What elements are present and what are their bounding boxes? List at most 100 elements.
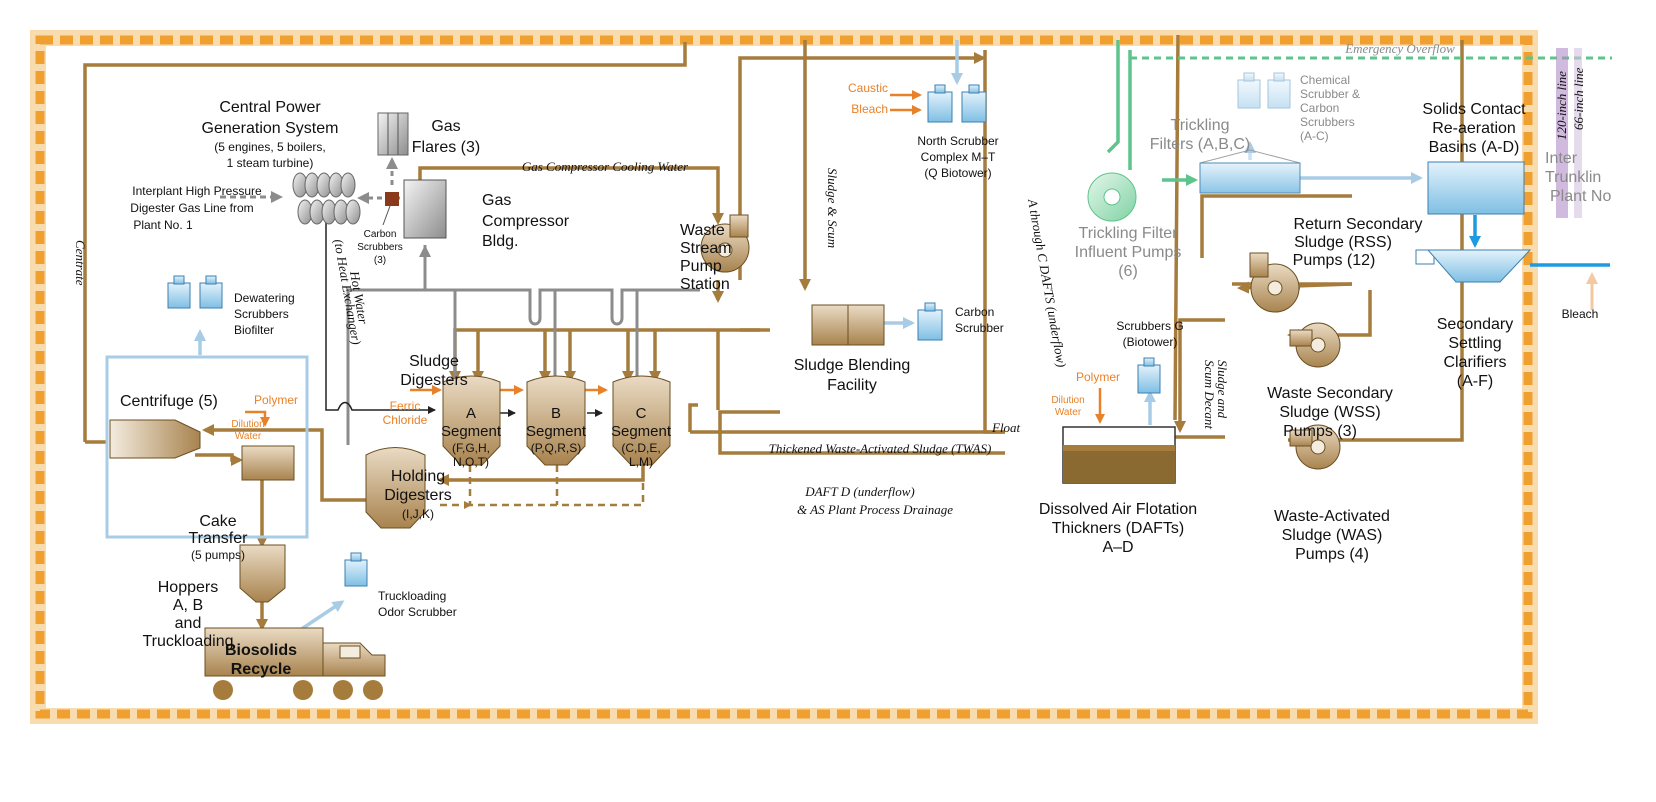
- chem-scrubber-label: Chemical: [1300, 73, 1350, 87]
- sludge-scum-label: Sludge & Scum: [825, 168, 840, 248]
- cake-transfer-icon: [241, 445, 295, 481]
- digester-outflow: [437, 465, 645, 486]
- centrifuge-label: Centrifuge (5): [120, 393, 218, 410]
- trickling-pumps-label-2: Influent Pumps: [1075, 244, 1182, 261]
- gas-holding-riser: [346, 288, 425, 445]
- solids-contact-label: Solids Contact: [1422, 101, 1526, 118]
- interplant-label: Interplant High Pressure: [132, 184, 262, 198]
- segment-b-label: Segment: [526, 423, 587, 440]
- wss-output-pipe: [1174, 318, 1225, 433]
- holding-to-centrifuge: [202, 424, 367, 502]
- was-label: Waste-Activated: [1274, 508, 1390, 525]
- dewatering-label-3: Biofilter: [234, 323, 274, 337]
- daft-d-pipe: [718, 432, 1005, 455]
- hoppers-label-2: A, B: [173, 597, 203, 614]
- polymer-label: Polymer: [254, 393, 298, 407]
- centrate-label: Centrate: [73, 240, 88, 286]
- solids-contact-label-2: Re-aeration: [1432, 120, 1516, 137]
- chem-scrubber-label-4: Scrubbers: [1300, 115, 1355, 129]
- sludge-blending-label: Sludge Blending: [794, 357, 911, 374]
- waste-stream-pump-icon: [700, 214, 750, 273]
- caustic-label: Caustic: [848, 81, 888, 95]
- waste-stream-label-3: Pump: [680, 258, 722, 275]
- hopper-icon: [239, 544, 286, 603]
- hoppers-label-4: Truckloading: [142, 633, 233, 650]
- twas-pipe: [718, 410, 1005, 434]
- cake-label: Cake: [199, 513, 236, 530]
- digester-b-icon: [526, 375, 586, 466]
- bleach-label: Bleach: [851, 102, 888, 116]
- dewatering-label: Dewatering: [234, 291, 295, 305]
- carbon-scrubber-label: Carbon: [955, 305, 994, 319]
- cooling-water-label: Gas Compressor Cooling Water: [522, 159, 689, 174]
- bleach2-label: Bleach: [1562, 307, 1599, 321]
- dilution2-label-2: Water: [1055, 407, 1082, 418]
- dilution-label: Dilution: [231, 419, 264, 430]
- trickling-pumps-label-3: (6): [1118, 263, 1138, 280]
- wss-pump-icon: [1289, 322, 1341, 368]
- daft-label-3: A–D: [1102, 539, 1133, 556]
- waste-stream-top-pipe: [738, 52, 986, 280]
- north-scrubber-label-3: (Q Biotower): [924, 166, 991, 180]
- rss-label: Return Secondary: [1294, 216, 1423, 233]
- emergency-overflow-label: Emergency Overflow: [1344, 41, 1455, 56]
- carbon-scrubber-icon: [917, 302, 943, 341]
- gas-compressor-label-2: Compressor: [482, 213, 570, 230]
- biosolids-label-2: Recycle: [231, 661, 292, 678]
- polymer2-label: Polymer: [1076, 370, 1120, 384]
- gas-header: [425, 288, 700, 326]
- daft-label-2: Thickners (DAFTs): [1052, 520, 1184, 537]
- power-generation-icon: [292, 172, 361, 225]
- secondary-label-2: Settling: [1448, 335, 1501, 352]
- interplant-line-120: [1556, 48, 1568, 218]
- ferric-label: Ferric: [390, 399, 421, 413]
- trickling-pumps-label: Trickling Filter: [1079, 225, 1179, 242]
- holding-label-2: Digesters: [384, 487, 452, 504]
- interplant-label-3: Plant No. 1: [133, 218, 193, 232]
- cake-label-2: Transfer: [189, 530, 249, 547]
- cake-label-3: (5 pumps): [191, 548, 245, 562]
- trickling-filters-label: Trickling: [1171, 117, 1230, 134]
- sludge-digesters-label-2: Digesters: [400, 372, 468, 389]
- wss-label-2: Sludge (WSS): [1279, 404, 1380, 421]
- gas-compressor-building: [403, 179, 447, 239]
- secondary-label-4: (A-F): [1457, 373, 1493, 390]
- interplant-right-label: Inter: [1545, 150, 1578, 167]
- line-66-label: 66-inch line: [1571, 67, 1586, 130]
- central-power-title-2: Generation System: [202, 120, 339, 137]
- holding-digesters-icon: [365, 447, 426, 529]
- segment-a-letter: A: [466, 405, 476, 422]
- waste-stream-label: Waste: [680, 222, 725, 239]
- dewatering-label-2: Scrubbers: [234, 307, 289, 321]
- biosolids-label: Biosolids: [225, 642, 297, 659]
- hot-water-line: [325, 210, 436, 414]
- polymer-arrow: [245, 410, 270, 427]
- central-power-sub-2: 1 steam turbine): [227, 156, 314, 170]
- truck-scrubber-label: Truckloading: [378, 589, 446, 603]
- holding-label: Holding: [391, 468, 445, 485]
- was-pump-icon: [1289, 424, 1341, 470]
- daft-d-label: DAFT D (underflow): [804, 484, 915, 499]
- decant-label: Sludge and: [1215, 360, 1230, 419]
- truck-scrubber-label-2: Odor Scrubber: [378, 605, 457, 619]
- segment-a-units-2: N,O,T): [453, 455, 489, 469]
- ferric-label-2: Chloride: [383, 413, 428, 427]
- interplant-right-label-3: Plant No: [1550, 188, 1611, 205]
- segment-b-units: (P,Q,R,S): [531, 441, 581, 455]
- float-label: Float: [991, 420, 1021, 435]
- north-scrubber-label-2: Complex M–T: [921, 150, 996, 164]
- top-return-pipe: [1173, 34, 1180, 421]
- sludge-digesters-label: Sludge: [409, 353, 459, 370]
- segment-a-label: Segment: [441, 423, 502, 440]
- waste-stream-label-4: Station: [680, 276, 730, 293]
- centrate-pipe: [83, 42, 687, 442]
- interplant-line-66: [1574, 48, 1582, 218]
- labels: Central Power Generation System (5 engin…: [73, 41, 1611, 678]
- dilution2-label: Dilution: [1051, 395, 1084, 406]
- truck-icon: [204, 627, 386, 700]
- carbon-scrubber-small-icon: [385, 192, 399, 206]
- twas-label: Thickened Waste-Activated Sludge (TWAS): [769, 441, 992, 456]
- scrubbers-g-label: Scrubbers G: [1116, 319, 1183, 333]
- digester-a-icon: [442, 375, 501, 466]
